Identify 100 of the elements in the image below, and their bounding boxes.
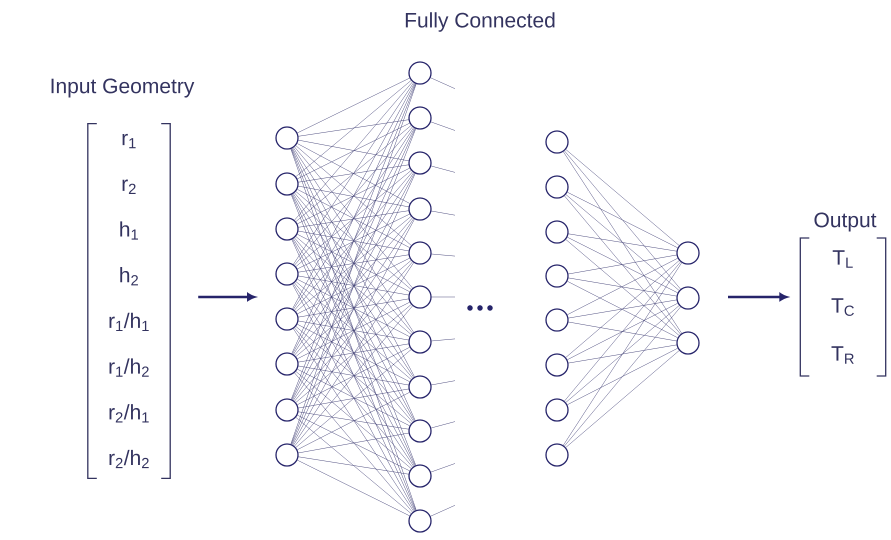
connection-line <box>292 148 415 377</box>
connection-line <box>294 82 413 220</box>
connection-line <box>567 237 678 293</box>
neuron-circle <box>408 419 432 443</box>
connection-line <box>294 372 413 512</box>
layer-title: Fully Connected <box>406 12 554 32</box>
neuron-circle <box>545 130 569 154</box>
connection-line <box>292 219 415 445</box>
connection-line <box>298 120 409 136</box>
connection-line <box>567 258 678 315</box>
connection-line <box>298 254 409 272</box>
connection-line <box>430 122 456 131</box>
connection-line <box>431 380 456 386</box>
connection-line <box>293 127 414 310</box>
connection-line <box>297 258 410 314</box>
connection-line <box>298 320 409 340</box>
neuron-circle <box>275 172 299 196</box>
connection-line <box>430 78 456 89</box>
neuron-circle <box>545 308 569 332</box>
connection-line <box>298 276 409 296</box>
connection-line <box>298 432 409 454</box>
connection-line <box>296 304 412 403</box>
connection-line <box>296 260 412 357</box>
input-vector: Input Geometry r$_{1}$ r$_{2}$ h$_{1}$ h$_{2}$ r$_{1}$/h$_{1}$ r$_{1}$/h$_{2}$ r$_{2}$/h$_{1}$ r$_{2}$/h$_{2}$ <box>52 78 194 479</box>
connection-line <box>296 125 412 222</box>
connection-line <box>293 328 414 512</box>
neuron-circle <box>545 264 569 288</box>
connection-line <box>297 189 410 248</box>
connection-line <box>292 83 415 309</box>
connection-line <box>298 366 409 386</box>
connection-line <box>431 254 456 256</box>
connection-line <box>568 322 677 342</box>
connection-line <box>297 460 410 516</box>
connection-line <box>296 349 412 448</box>
connection-line <box>431 166 456 173</box>
connection-line <box>298 412 409 430</box>
connection-line <box>294 306 413 446</box>
neuron-circle <box>408 106 432 130</box>
neuron-circle <box>408 197 432 221</box>
connection-line <box>564 150 681 290</box>
connection-line <box>292 128 415 354</box>
connection-line <box>298 230 409 252</box>
neuron-circle <box>275 352 299 376</box>
connection-line <box>298 210 409 228</box>
neuron-circle <box>275 307 299 331</box>
neuron-circle <box>408 61 432 85</box>
connection-line <box>566 194 680 291</box>
connection-line <box>566 239 680 336</box>
neuron-circle <box>545 398 569 422</box>
connection-line <box>431 421 456 428</box>
connection-line <box>564 196 681 334</box>
connection-line <box>568 278 677 296</box>
arrow <box>198 293 256 301</box>
connection-line <box>293 148 414 332</box>
connection-line <box>292 284 415 511</box>
connection-line <box>298 140 409 162</box>
connection-line <box>296 80 412 177</box>
connection-line <box>294 192 413 334</box>
connection-line <box>294 262 413 402</box>
connection-line <box>296 145 412 246</box>
neuron-circle <box>408 375 432 399</box>
connection-line <box>566 305 680 403</box>
output-vector: Output T$_{L}$ T$_{C}$ T$_{R}$ <box>800 212 886 377</box>
connection-line <box>292 239 415 466</box>
connection-line <box>293 172 414 354</box>
connection-line <box>296 326 412 424</box>
connection-line <box>568 234 677 252</box>
neuron-circle <box>545 175 569 199</box>
connection-line <box>296 216 412 312</box>
connection-line <box>297 392 410 450</box>
connection-line <box>294 282 413 422</box>
neuron-circle <box>408 151 432 175</box>
connection-line <box>293 238 414 422</box>
connection-line <box>297 143 410 204</box>
connection-line <box>431 338 456 342</box>
neuron-circle <box>545 220 569 244</box>
connection-line <box>293 82 414 264</box>
neuron-circle <box>275 398 299 422</box>
neuron-circle <box>408 330 432 354</box>
neuron-circle <box>676 286 700 310</box>
neuron-circle <box>408 241 432 265</box>
connection-line <box>294 328 413 468</box>
connection-line <box>568 300 677 318</box>
neuron-circle <box>676 241 700 265</box>
connection-line <box>292 194 415 421</box>
connection-line <box>294 172 413 310</box>
connection-line <box>293 194 414 378</box>
connection-line <box>292 83 416 354</box>
neuron-circle <box>545 353 569 377</box>
connection-line <box>297 168 410 224</box>
connection-line <box>297 279 410 337</box>
connection-line <box>294 218 413 356</box>
connection-line <box>297 324 410 382</box>
neuron-circle <box>275 217 299 241</box>
connection-line <box>568 254 677 274</box>
arrow <box>728 293 788 301</box>
connection-line <box>563 152 682 334</box>
neuron-circle <box>408 285 432 309</box>
neuron-circle <box>676 331 700 355</box>
connection-line <box>297 369 410 426</box>
